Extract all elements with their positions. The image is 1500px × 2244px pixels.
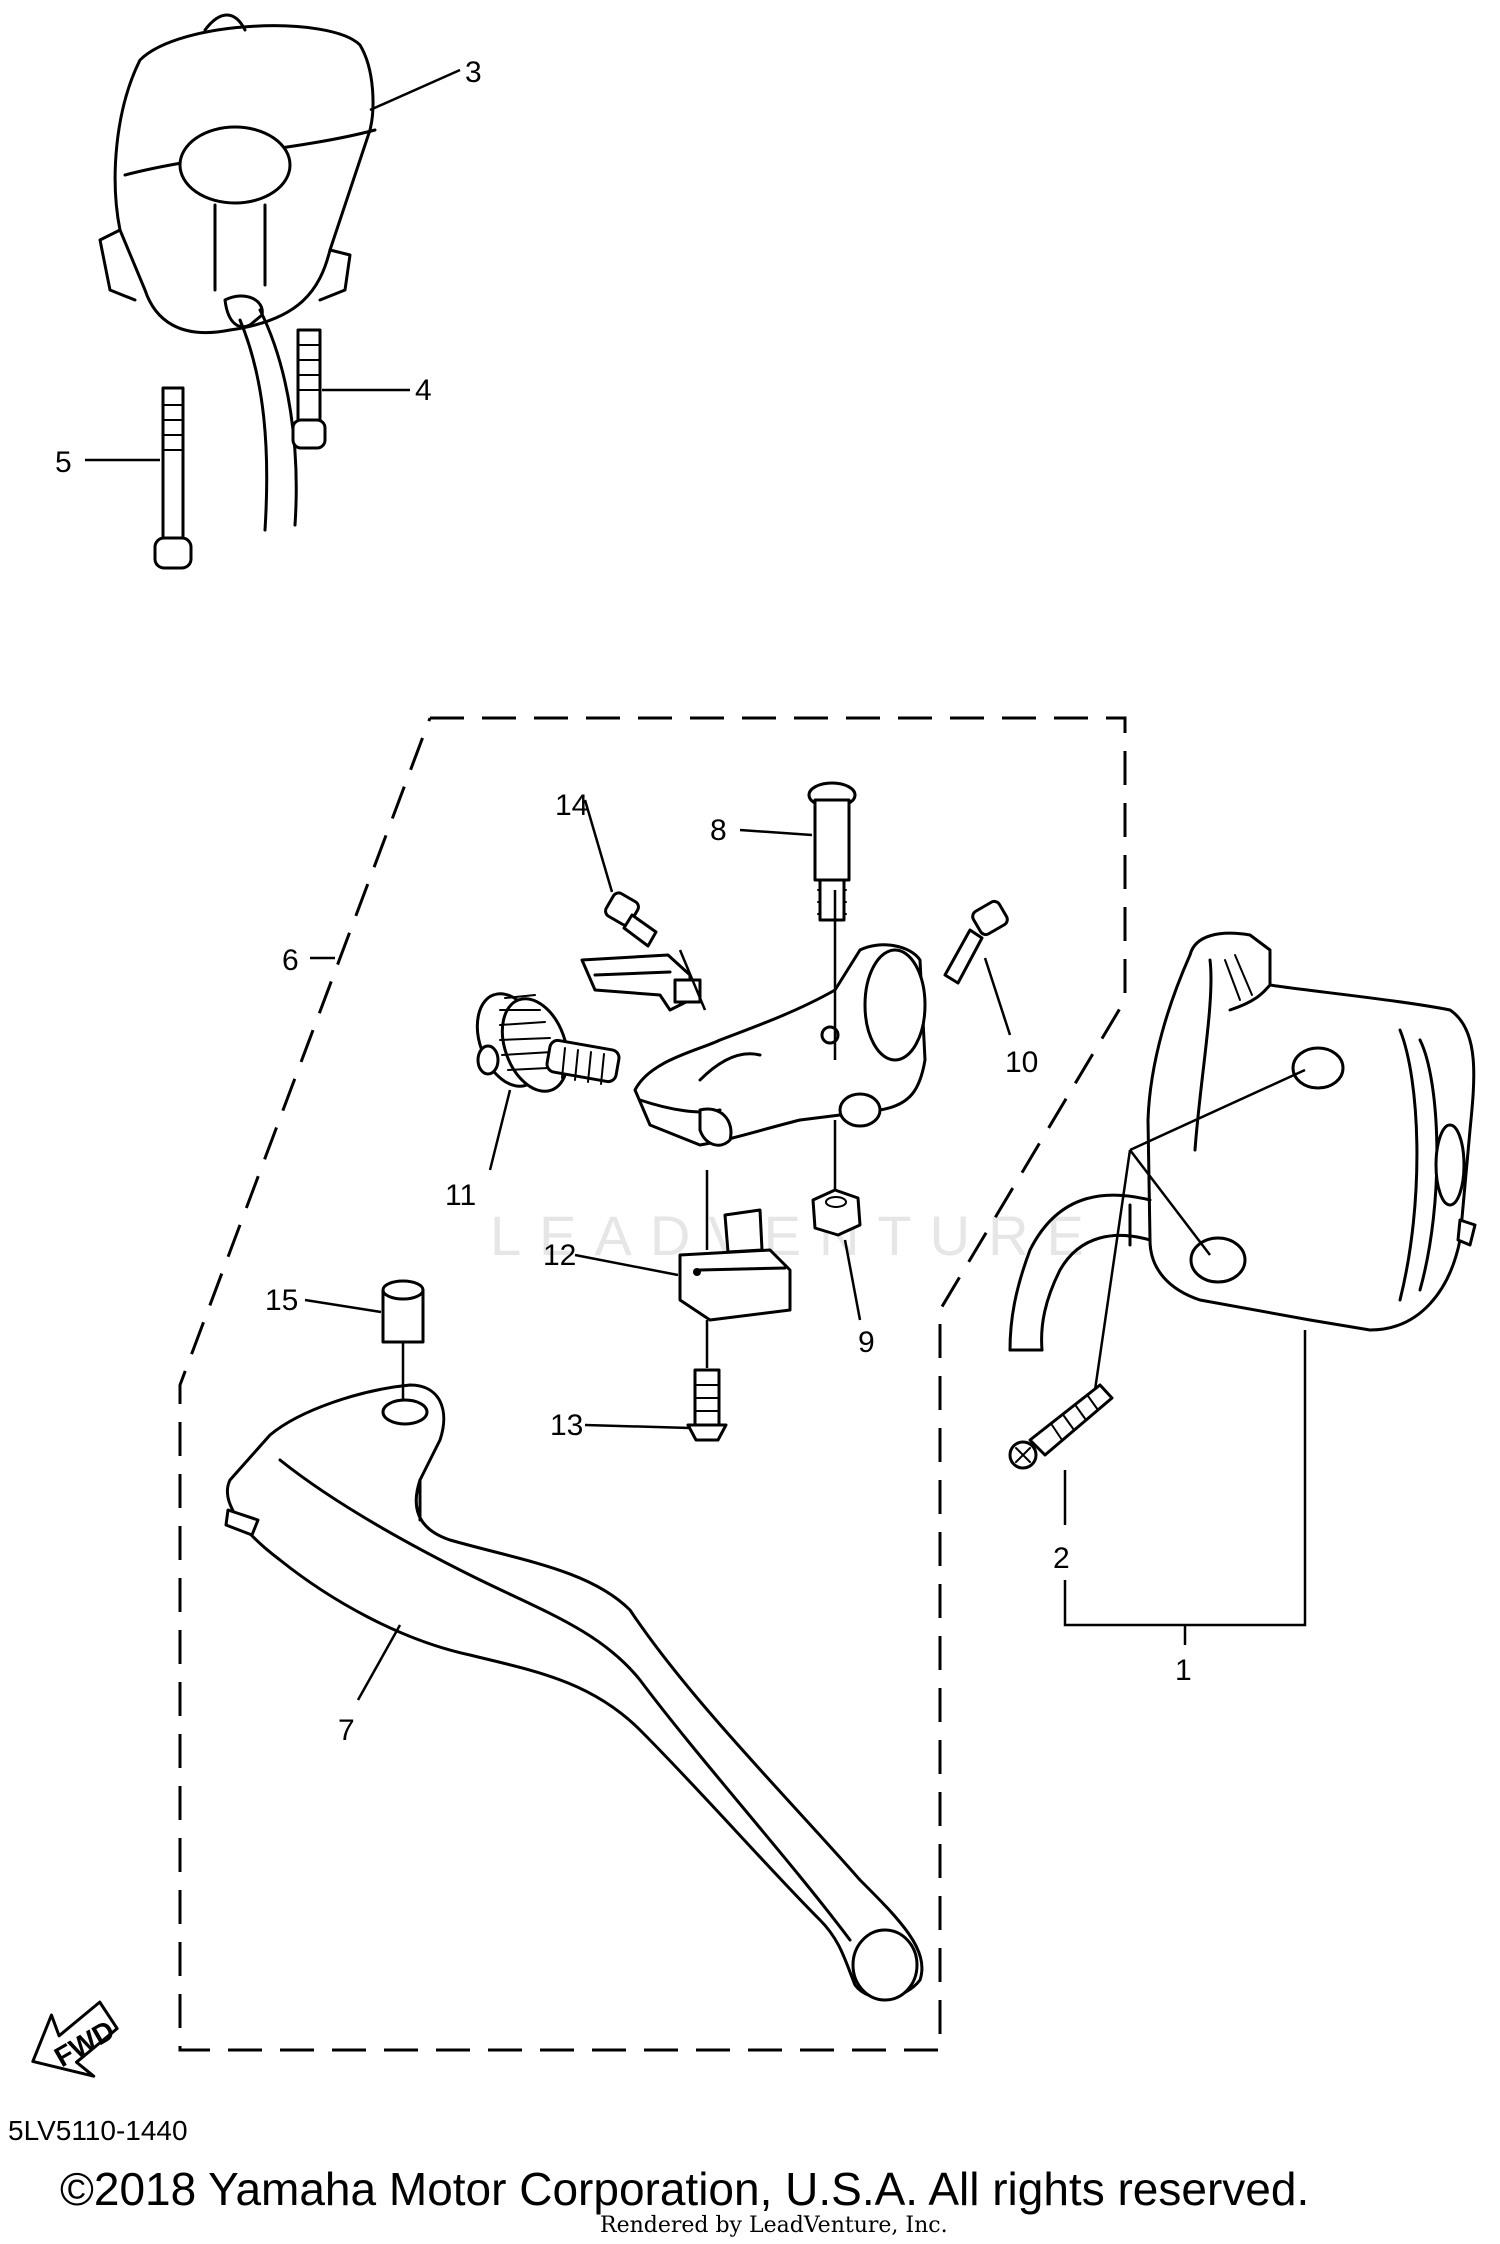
screw-part-2[interactable] <box>1008 1383 1114 1470</box>
copyright-notice: ©2018 Yamaha Motor Corporation, U.S.A. A… <box>60 2163 1309 2215</box>
rendered-by: Rendered by LeadVenture, Inc. <box>600 2213 948 2238</box>
nut-part-9[interactable] <box>811 1188 862 1237</box>
callout-6[interactable]: 6 <box>282 944 299 977</box>
callout-14[interactable]: 14 <box>555 789 588 822</box>
screw-part-14[interactable] <box>603 891 658 948</box>
callout-2[interactable]: 2 <box>1053 1542 1070 1575</box>
callout-7[interactable]: 7 <box>338 1714 355 1747</box>
callout-5[interactable]: 5 <box>55 446 72 479</box>
callout-11[interactable]: 11 <box>445 1179 476 1212</box>
callout-labels: 1 2 3 4 5 6 7 8 9 10 11 12 13 14 15 <box>55 56 1192 1747</box>
fwd-arrow-icon: FWD <box>31 2000 120 2078</box>
leader-lines <box>85 68 1307 1701</box>
callout-15[interactable]: 15 <box>265 1284 298 1317</box>
callout-13[interactable]: 13 <box>550 1409 583 1442</box>
pivot-bolt-part-8[interactable] <box>807 781 857 922</box>
collar-part-15[interactable] <box>381 1279 425 1344</box>
callout-3[interactable]: 3 <box>465 56 482 89</box>
callout-4[interactable]: 4 <box>415 374 432 407</box>
screw-part-13[interactable] <box>686 1368 728 1442</box>
lever-holder-bracket[interactable] <box>580 943 927 1147</box>
bolt-part-5[interactable] <box>153 386 193 570</box>
housing-part-1[interactable] <box>1008 931 1477 1352</box>
callout-12[interactable]: 12 <box>543 1239 576 1272</box>
switch-housing-part-3[interactable] <box>98 13 377 532</box>
assembly-outline-part-6 <box>178 716 1127 2052</box>
callout-9[interactable]: 9 <box>858 1326 875 1359</box>
bolt-part-4[interactable] <box>291 328 327 450</box>
switch-part-12[interactable] <box>678 1208 792 1322</box>
callout-10[interactable]: 10 <box>1005 1046 1038 1079</box>
adjuster-knob-part-11[interactable] <box>465 985 621 1101</box>
clutch-lever-part-7[interactable] <box>224 1383 924 2002</box>
diagram-code: 5LV5110-1440 <box>8 2115 188 2146</box>
callout-8[interactable]: 8 <box>710 814 727 847</box>
callout-1[interactable]: 1 <box>1175 1654 1192 1687</box>
screw-part-10[interactable] <box>943 899 1009 985</box>
